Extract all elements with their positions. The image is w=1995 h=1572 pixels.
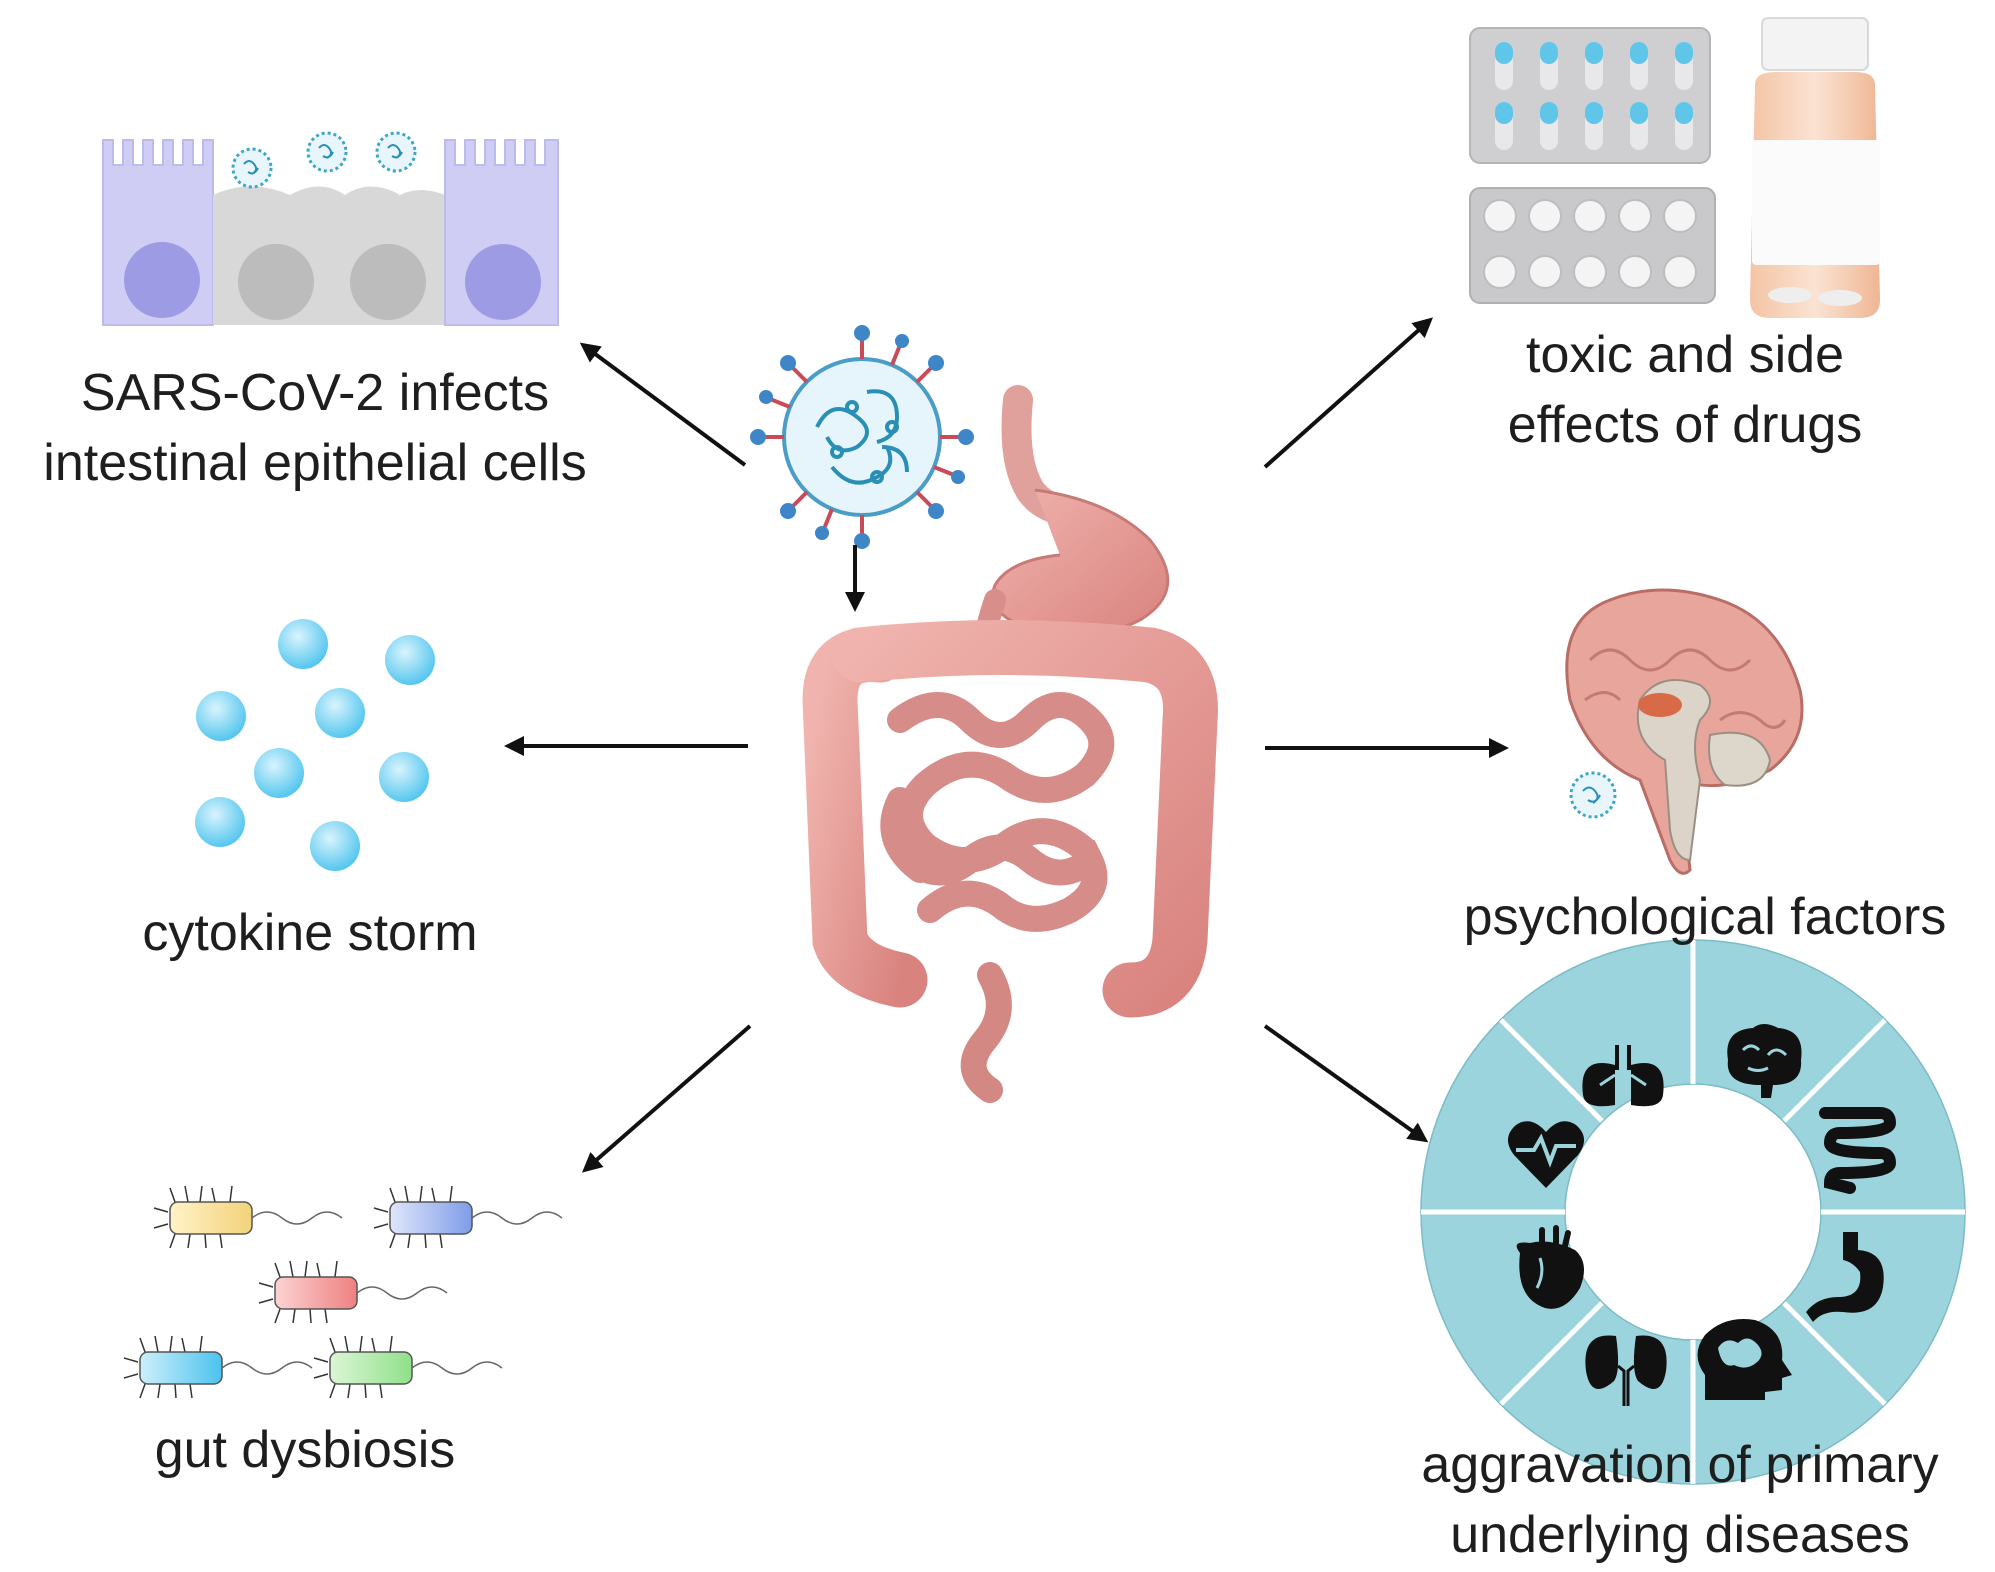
lungs-icon [1582,1045,1664,1107]
pill-bottle-icon [1750,17,1880,318]
cytokine-label-text: cytokine storm [142,904,478,962]
arrow-to-diseases [1263,1024,1429,1143]
virus-particles-small [231,131,417,189]
bacteria-icon [123,1185,563,1399]
virus-icon [750,325,974,549]
psych-label-text: psychological factors [1463,888,1947,946]
diseases-label-line1: aggravation of primary [1421,1436,1939,1494]
cytokine-particles-icon [195,619,435,871]
intestine-icon [1819,1107,1897,1194]
arrow-to-dysbiosis [581,1024,752,1173]
epithelial-cells-icon [102,139,559,326]
virus-small-icon [1569,771,1617,819]
infection-label-line1: SARS-CoV-2 infects [80,364,550,422]
heartbeat-icon [1507,1121,1585,1188]
arrows [504,317,1509,1173]
dysbiosis-label-text: gut dysbiosis [154,1421,456,1479]
drugs-label: toxic and side effects of drugs [1440,320,1930,460]
infection-label-line2: intestinal epithelial cells [43,434,587,492]
diseases-label: aggravation of primary underlying diseas… [1370,1430,1990,1570]
arrow-to-infection [579,342,747,467]
drugs-label-line1: toxic and side [1526,326,1844,384]
kidneys-icon [1585,1335,1667,1406]
pill-packs-icon [1469,27,1716,304]
heart-anatomy-icon [1516,1225,1584,1309]
brain-outline-icon [1727,1024,1802,1098]
drugs-label-line2: effects of drugs [1507,396,1863,454]
arrow-to-drugs [1263,317,1433,469]
cytokine-label: cytokine storm [90,898,530,968]
infection-label: SARS-CoV-2 infects intestinal epithelial… [0,358,630,498]
dysbiosis-label: gut dysbiosis [110,1415,500,1485]
brain-icon [1565,588,1804,875]
head-brain-icon [1697,1319,1792,1400]
diseases-label-line2: underlying diseases [1450,1506,1910,1564]
gastrointestinal-tract-icon [802,385,1218,1103]
psych-label: psychological factors [1420,882,1990,952]
stomach-icon [1806,1232,1884,1322]
disease-ring-icon [1420,939,1966,1485]
